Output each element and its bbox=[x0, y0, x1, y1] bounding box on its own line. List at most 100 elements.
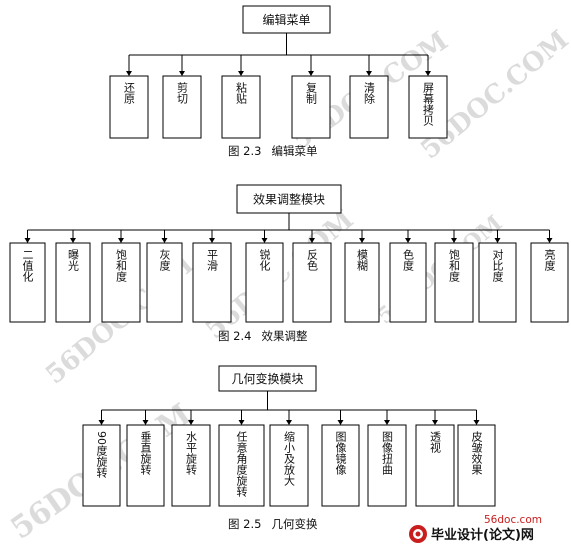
leaf-node-label: 饱和度 bbox=[448, 248, 461, 283]
arrowhead-icon bbox=[209, 238, 215, 243]
leaf-node-label: 平滑 bbox=[206, 249, 219, 271]
arrowhead-icon bbox=[546, 238, 553, 243]
leaf-node-label: 灰度 bbox=[158, 248, 171, 272]
arrowhead-icon bbox=[238, 71, 244, 76]
figure-caption: 图 2.3 编辑菜单 bbox=[228, 144, 317, 158]
diagram-3: 几何变换模块90度旋转垂直旋转水平旋转任意角度旋转缩小及放大图像镜像图像扭曲透视… bbox=[82, 365, 496, 531]
footer-site: 56doc.com bbox=[484, 514, 542, 526]
arrowhead-icon bbox=[188, 420, 194, 425]
arrowhead-icon bbox=[451, 238, 457, 243]
leaf-node bbox=[221, 75, 261, 139]
figure-caption: 图 2.4 效果调整 bbox=[218, 329, 308, 343]
leaf-node bbox=[126, 424, 165, 507]
leaf-node bbox=[530, 242, 569, 323]
leaf-node bbox=[192, 242, 232, 323]
arrowhead-icon bbox=[473, 420, 480, 425]
figure-caption-text: 几何变换 bbox=[271, 517, 317, 531]
leaf-node bbox=[109, 75, 149, 139]
leaf-node bbox=[9, 242, 46, 323]
arrowhead-icon bbox=[126, 71, 132, 76]
arrowhead-icon bbox=[308, 71, 314, 76]
root-node bbox=[242, 5, 331, 34]
arrowhead-icon bbox=[24, 238, 31, 243]
root-node-label: 编辑菜单 bbox=[262, 12, 310, 27]
leaf-node-label: 水平旋转 bbox=[185, 431, 198, 476]
leaf-node bbox=[344, 242, 380, 323]
arrowhead-icon bbox=[359, 238, 365, 243]
leaf-node-label: 透视 bbox=[429, 431, 442, 453]
arrowhead-icon bbox=[161, 238, 168, 243]
leaf-node-label: 对比度 bbox=[491, 248, 504, 283]
leaf-node bbox=[101, 242, 141, 323]
root-node bbox=[218, 365, 317, 392]
arrowhead-icon bbox=[384, 420, 390, 425]
footer-logo: 56doc.com 毕业设计(论文)网 bbox=[409, 514, 542, 543]
leaf-node bbox=[389, 242, 427, 323]
arrowhead-icon bbox=[337, 420, 344, 425]
arrowhead-icon bbox=[118, 238, 124, 243]
leaf-node-label: 色度 bbox=[402, 248, 415, 272]
figure-caption-text: 编辑菜单 bbox=[271, 144, 317, 158]
leaf-node bbox=[218, 424, 265, 507]
leaf-node bbox=[349, 75, 389, 139]
leaf-node-label: 二值化 bbox=[21, 249, 34, 283]
leaf-node bbox=[146, 242, 183, 323]
arrowhead-icon bbox=[425, 71, 431, 76]
leaf-node-label: 90度旋转 bbox=[95, 431, 108, 479]
leaf-node bbox=[457, 424, 496, 507]
arrowhead-icon bbox=[98, 420, 105, 425]
leaf-node-label: 曝光 bbox=[67, 249, 80, 272]
leaf-node bbox=[478, 242, 517, 323]
arrowhead-icon bbox=[70, 238, 76, 243]
arrowhead-icon bbox=[309, 238, 315, 243]
leaf-node bbox=[408, 75, 448, 139]
arrowhead-icon bbox=[261, 238, 268, 243]
leaf-node-label: 图像镜像 bbox=[334, 431, 347, 475]
leaf-node bbox=[291, 75, 331, 139]
leaf-node bbox=[162, 75, 202, 139]
figure-caption-number: 图 2.3 bbox=[228, 144, 261, 158]
arrowhead-icon bbox=[494, 238, 501, 243]
leaf-node bbox=[82, 424, 121, 507]
arrowhead-icon bbox=[238, 420, 245, 425]
leaf-node bbox=[55, 242, 91, 323]
leaf-node-label: 皮皱效果 bbox=[470, 431, 483, 476]
leaf-node bbox=[434, 242, 474, 323]
leaf-node bbox=[292, 242, 332, 323]
arrowhead-icon bbox=[432, 420, 438, 425]
leaf-node-label: 清除 bbox=[363, 82, 376, 104]
leaf-node-label: 剪切 bbox=[176, 81, 189, 104]
arrowhead-icon bbox=[142, 420, 149, 425]
leaf-node bbox=[171, 424, 211, 507]
leaf-node-label: 任意角度旋转 bbox=[235, 431, 248, 498]
leaf-node-label: 反色 bbox=[306, 249, 319, 271]
logo-icon bbox=[409, 525, 427, 543]
leaf-node-label: 粘贴 bbox=[235, 81, 248, 105]
leaf-node-label: 还原 bbox=[123, 82, 136, 104]
leaf-node bbox=[367, 424, 407, 507]
arrowhead-icon bbox=[286, 420, 292, 425]
root-node bbox=[236, 184, 342, 214]
figure-caption-number: 图 2.4 bbox=[218, 329, 251, 343]
root-node-label: 效果调整模块 bbox=[253, 192, 325, 207]
leaf-node-label: 复制 bbox=[305, 81, 318, 104]
leaf-node bbox=[269, 424, 309, 507]
leaf-node-label: 模糊 bbox=[356, 249, 369, 272]
leaf-node-label: 缩小及放大 bbox=[283, 431, 296, 486]
leaf-node-label: 图像扭曲 bbox=[381, 431, 394, 475]
leaf-node-label: 亮度 bbox=[543, 248, 556, 272]
leaf-node bbox=[415, 424, 455, 507]
leaf-node-label: 饱和度 bbox=[115, 248, 128, 283]
leaf-node-label: 锐化 bbox=[258, 248, 271, 272]
leaf-node bbox=[321, 424, 360, 507]
arrowhead-icon bbox=[405, 238, 411, 243]
arrowhead-icon bbox=[366, 71, 372, 76]
footer-logo-text: 毕业设计(论文)网 bbox=[431, 527, 534, 543]
figure-caption-text: 效果调整 bbox=[261, 329, 307, 343]
root-node-label: 几何变换模块 bbox=[231, 371, 303, 386]
leaf-node-label: 屏幕拷贝 bbox=[422, 82, 435, 127]
